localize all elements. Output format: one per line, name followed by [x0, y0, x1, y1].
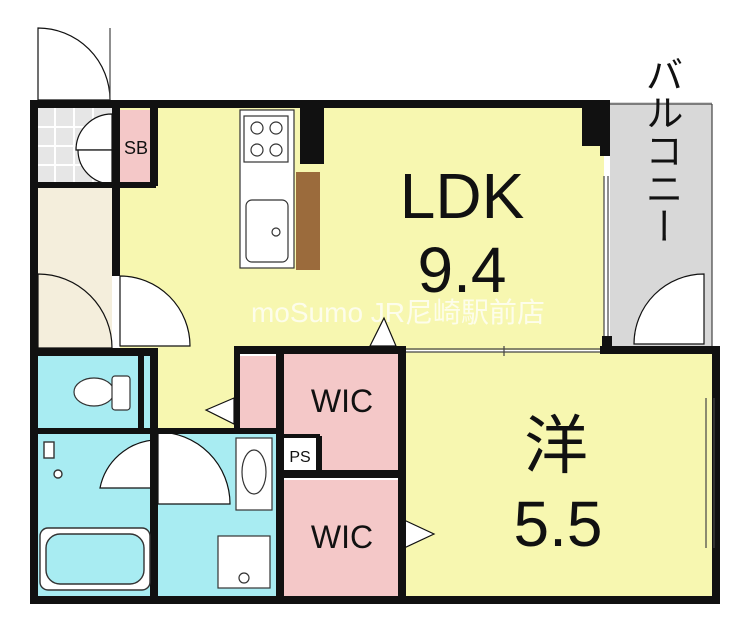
closet-area — [240, 356, 276, 428]
wic-lower-name: WIC — [311, 519, 373, 555]
western-size: 5.5 — [514, 488, 603, 560]
stove-icon — [243, 115, 289, 163]
washing-machine-icon — [217, 535, 271, 589]
wic-lower-area — [282, 480, 400, 596]
toilet-icon — [73, 375, 131, 411]
bathtub-icon — [39, 441, 151, 591]
western-room-area — [404, 352, 712, 596]
ps-name: PS — [289, 449, 310, 466]
sb-name: SB — [124, 138, 148, 158]
ldk-area — [120, 108, 604, 350]
sink-icon — [245, 199, 289, 263]
thin-lines — [109, 28, 715, 548]
ldk-door-swing — [119, 275, 191, 347]
wic-upper-name: WIC — [311, 383, 373, 419]
wood-counter — [296, 172, 320, 270]
watermark-text: moSumo JR尼崎駅前店 — [251, 297, 545, 328]
western-name: 洋 — [524, 410, 588, 482]
walls — [30, 100, 720, 604]
ldk-name: LDK — [400, 160, 525, 232]
balcony-name: バルコニー — [639, 55, 681, 245]
kitchen-counter — [239, 109, 295, 269]
ldk-size: 9.4 — [418, 234, 507, 306]
door-swings — [37, 27, 705, 549]
wash-basin-icon — [235, 437, 273, 511]
shoe-box-area — [114, 110, 154, 182]
ps-area — [282, 438, 318, 472]
entrance-door-swing — [37, 27, 111, 101]
